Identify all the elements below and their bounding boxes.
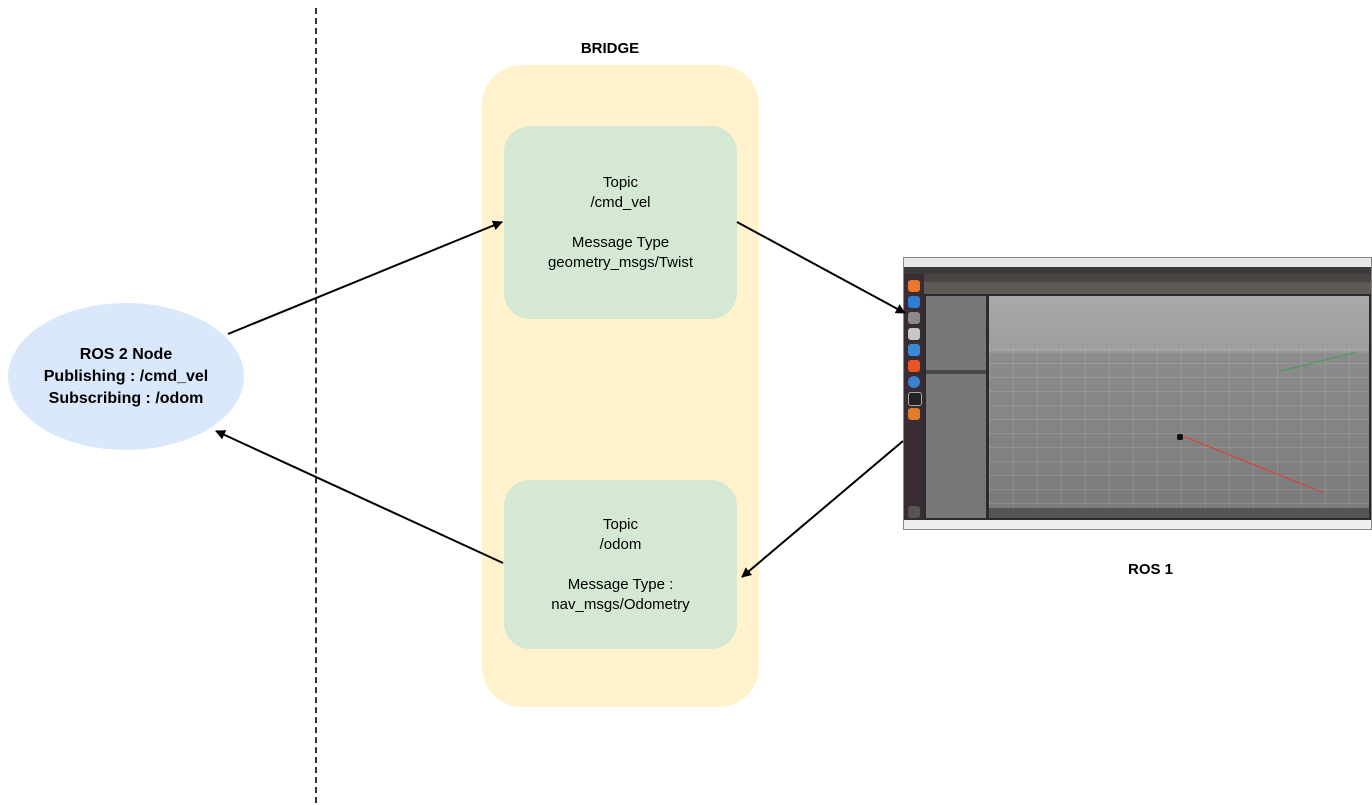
terminal-icon xyxy=(908,392,922,406)
launcher-bar xyxy=(904,274,924,520)
bridge-title: BRIDGE xyxy=(580,40,640,57)
rhythmbox-icon xyxy=(908,328,920,340)
software-icon xyxy=(908,360,920,372)
ros1-label: ROS 1 xyxy=(1128,561,1174,578)
arrow-cmdvel-to-ros1 xyxy=(736,221,906,314)
message-type-value: nav_msgs/Odometry xyxy=(551,595,690,613)
firefox-icon xyxy=(908,280,920,292)
arrow-odom-to-node xyxy=(215,430,504,564)
gazebo-toolbar xyxy=(924,282,1371,294)
gazebo-3d-view xyxy=(989,296,1369,518)
gazebo-world-panel xyxy=(926,296,986,518)
writer-icon xyxy=(908,344,920,356)
topic-card-odom: Topic /odom Message Type : nav_msgs/Odom… xyxy=(504,480,737,649)
ros2-node-publishing: Publishing : /cmd_vel xyxy=(43,367,209,385)
message-type-label: Message Type : xyxy=(567,575,674,593)
ros1-gazebo-screenshot xyxy=(903,257,1372,530)
gazebo-icon xyxy=(908,408,920,420)
topic-name: /cmd_vel xyxy=(590,193,651,211)
arrow-node-to-cmdvel xyxy=(227,220,503,335)
robot-model xyxy=(1177,434,1183,440)
topic-label: Topic xyxy=(602,515,639,533)
ros-boundary-divider xyxy=(315,8,317,803)
message-type-value: geometry_msgs/Twist xyxy=(547,253,694,271)
ros2-node-subscribing: Subscribing : /odom xyxy=(48,389,204,407)
topic-card-cmd-vel: Topic /cmd_vel Message Type geometry_msg… xyxy=(504,126,737,319)
thunderbird-icon xyxy=(908,296,920,308)
ros2-node-title: ROS 2 Node xyxy=(79,345,173,363)
ros2-node-ellipse: ROS 2 Node Publishing : /cmd_vel Subscri… xyxy=(8,303,244,450)
files-icon xyxy=(908,312,920,324)
topic-label: Topic xyxy=(602,173,639,191)
gazebo-statusbar xyxy=(989,508,1369,518)
topic-name: /odom xyxy=(599,535,642,553)
help-icon xyxy=(908,376,920,388)
apps-grid-icon xyxy=(908,506,920,518)
arrow-ros1-to-odom xyxy=(741,440,904,578)
message-type-label: Message Type xyxy=(571,233,670,251)
